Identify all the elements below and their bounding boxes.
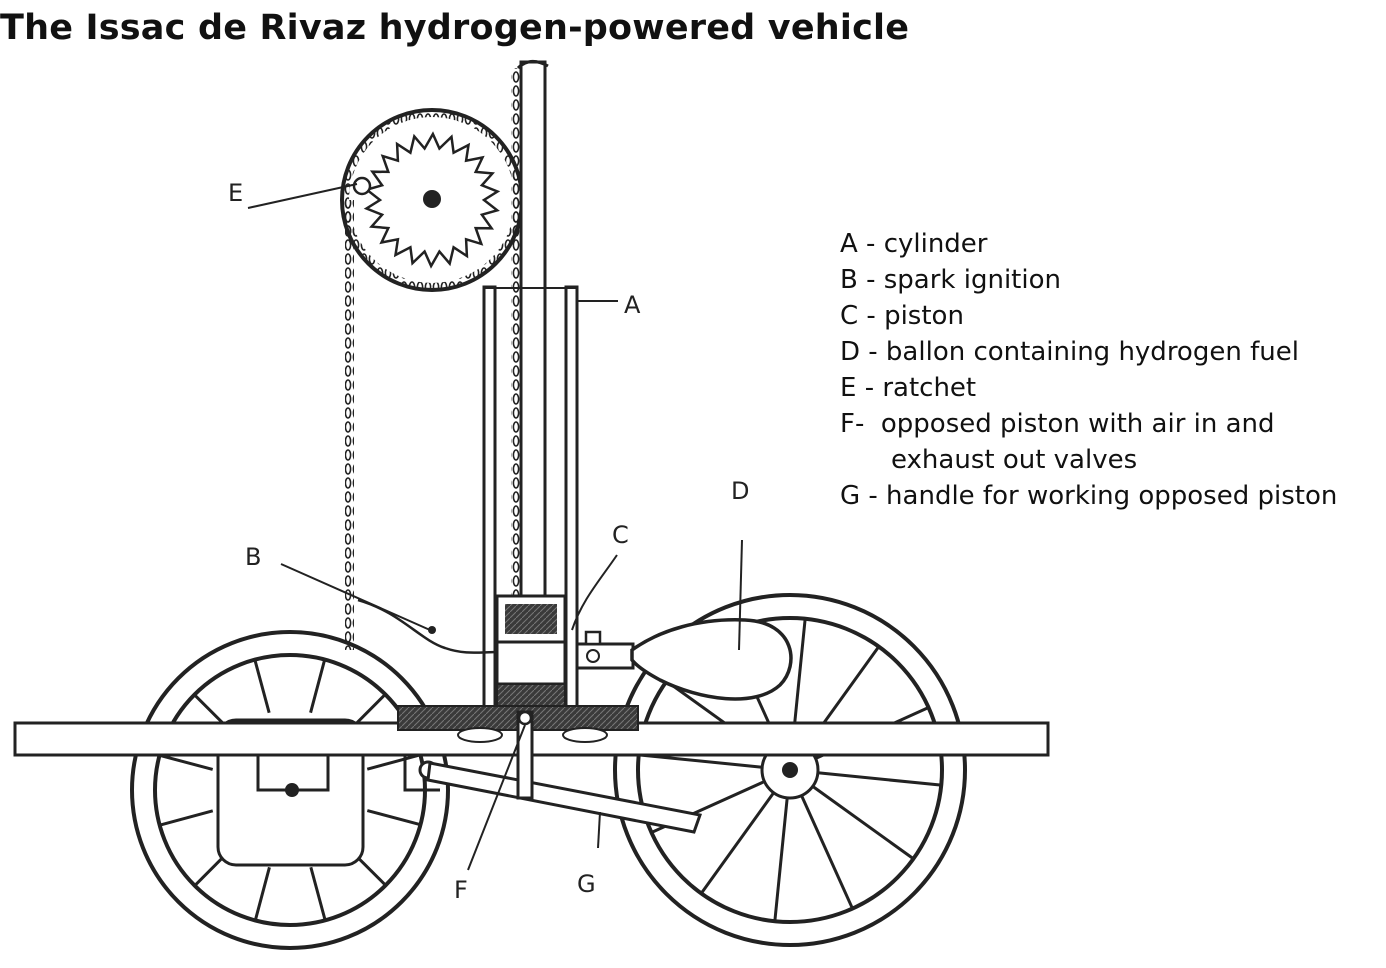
legend-item-e: E - ratchet (840, 373, 977, 403)
legend-item-a: A - cylinder (840, 229, 988, 259)
rear-wheel (130, 630, 450, 950)
legend-item-f-continuation: exhaust out valves (891, 445, 1138, 475)
wheel-spoke (159, 809, 214, 827)
ratchet-wheel (340, 108, 524, 292)
legend: A - cylinder B - spark ignition C - pist… (840, 226, 1337, 514)
wheel-spoke (309, 866, 327, 921)
right-chain (511, 68, 520, 598)
wheel-spoke (817, 771, 942, 787)
label-e: E (228, 179, 243, 207)
legend-item-b: B - spark ignition (840, 265, 1061, 295)
wheel-spoke (700, 791, 775, 895)
wheel-spoke (366, 809, 421, 827)
label-c: C (612, 521, 629, 549)
piston-rod (519, 60, 547, 600)
legend-item-f: F- opposed piston with air in and (840, 409, 1275, 439)
legend-item-g: G - handle for working opposed piston (840, 481, 1338, 511)
label-a: A (624, 291, 641, 319)
spark-wire (357, 598, 499, 654)
wheel-spoke (309, 659, 327, 714)
label-f: F (454, 876, 468, 904)
label-g: G (577, 870, 596, 898)
left-chain (345, 200, 354, 650)
wheel-spoke (773, 797, 789, 922)
fuel-valve (575, 630, 635, 670)
wheel-spoke (638, 753, 763, 769)
legend-item-d: D - ballon containing hydrogen fuel (840, 337, 1299, 367)
wheel-spoke (800, 794, 854, 910)
leader-lines (247, 183, 743, 871)
wheel-spoke (253, 866, 271, 921)
wheel-spoke (811, 785, 915, 860)
legend-item-c: C - piston (840, 301, 964, 331)
label-d: D (731, 477, 749, 505)
wheel-spoke (159, 753, 214, 771)
diagram-title: The Issac de Rivaz hydrogen-powered vehi… (0, 8, 910, 48)
wheel-spoke (366, 753, 421, 771)
wheel-spoke (253, 659, 271, 714)
label-b: B (245, 543, 261, 571)
hydrogen-balloon (630, 618, 793, 701)
piston (495, 594, 567, 709)
